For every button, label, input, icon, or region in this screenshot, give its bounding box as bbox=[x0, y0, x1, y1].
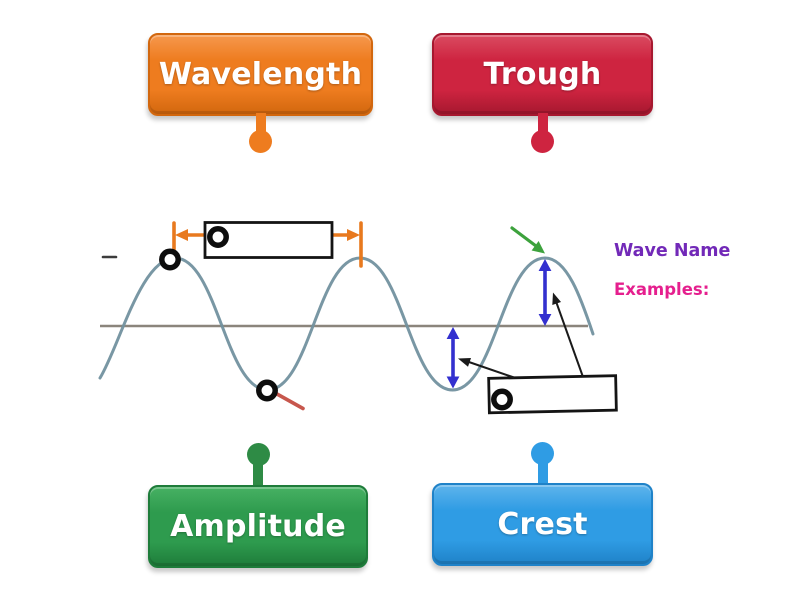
black-pointer-arrow-2-shaft bbox=[554, 299, 584, 378]
pin-stem-icon bbox=[253, 456, 263, 488]
black-pointer-arrow-2-head bbox=[552, 292, 561, 305]
label-chip-amplitude[interactable]: Amplitude bbox=[148, 443, 368, 568]
pin-ball-icon bbox=[531, 442, 554, 465]
drop-target-circle-amplitude[interactable] bbox=[491, 388, 513, 411]
wavelength-arrow-left-head bbox=[175, 229, 188, 241]
pin-stem-icon bbox=[537, 113, 548, 145]
drop-target-circle-wavelength[interactable] bbox=[207, 226, 229, 248]
pin-ball-icon bbox=[531, 130, 554, 153]
label-chip-crest[interactable]: Crest bbox=[432, 442, 653, 566]
black-pointer-arrow-1-head bbox=[458, 358, 471, 367]
red-pointer-line bbox=[275, 392, 305, 411]
label-chip-trough[interactable]: Trough bbox=[432, 33, 653, 155]
pin-stem-icon bbox=[255, 113, 266, 145]
wave-curve bbox=[98, 256, 595, 392]
amplitude-arrow-trough-head-top bbox=[446, 327, 460, 339]
pin-stem-icon bbox=[537, 455, 548, 487]
label-box-amplitude[interactable]: Amplitude bbox=[148, 485, 368, 568]
wavelength-arrow-right-head bbox=[347, 229, 360, 241]
amplitude-arrow-crest-head-top bbox=[538, 259, 552, 271]
black-pointer-arrow-1-shaft bbox=[465, 360, 515, 379]
label-box-trough[interactable]: Trough bbox=[432, 33, 653, 116]
pin-ball-icon bbox=[249, 130, 272, 153]
answer-box-amplitude bbox=[487, 374, 618, 415]
amplitude-arrow-trough-head-bottom bbox=[446, 376, 460, 389]
wave-name-text: Wave Name bbox=[614, 241, 731, 261]
green-pointer-arrow-head bbox=[531, 241, 545, 254]
green-pointer-arrow-shaft bbox=[510, 226, 538, 248]
label-box-crest[interactable]: Crest bbox=[432, 483, 653, 566]
label-text-wavelength: Wavelength bbox=[158, 57, 363, 92]
examples-text: Examples: bbox=[614, 280, 709, 299]
pin-ball-icon bbox=[246, 443, 270, 466]
label-chip-wavelength[interactable]: Wavelength bbox=[148, 33, 373, 155]
amplitude-arrow-crest-head-bottom bbox=[538, 314, 552, 326]
label-box-wavelength[interactable]: Wavelength bbox=[148, 33, 373, 116]
label-text-trough: Trough bbox=[483, 57, 602, 92]
drop-target-circle-crest[interactable] bbox=[159, 248, 181, 271]
label-text-amplitude: Amplitude bbox=[170, 509, 346, 544]
label-text-crest: Crest bbox=[497, 507, 588, 542]
drop-target-circle-trough[interactable] bbox=[256, 379, 278, 402]
